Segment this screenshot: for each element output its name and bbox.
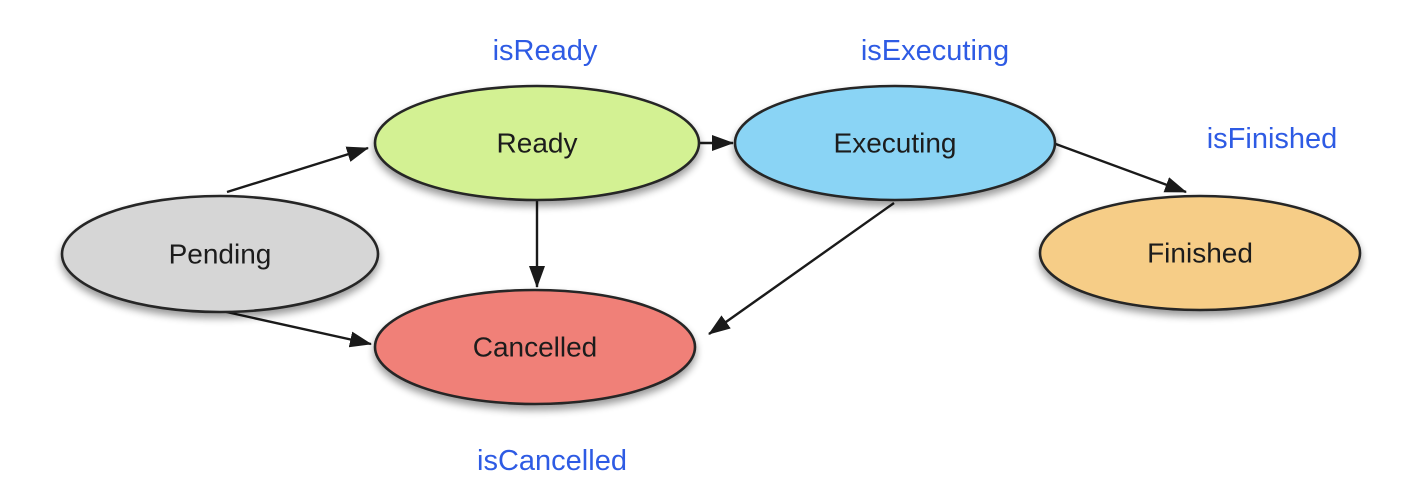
- state-ellipse-cancelled: [373, 288, 697, 406]
- state-label-cancelled: Cancelled: [473, 332, 598, 363]
- state-ellipse-executing: [733, 84, 1057, 202]
- state-node-cancelled: Cancelled: [373, 288, 697, 406]
- state-ellipse-finished: [1038, 194, 1362, 312]
- state-label-finished: Finished: [1147, 238, 1253, 269]
- arrow-pending-to-cancelled: [221, 309, 372, 348]
- state-node-pending: Pending: [60, 194, 380, 314]
- state-node-ready: Ready: [373, 84, 701, 202]
- state-label-ready: Ready: [497, 128, 578, 159]
- state-ellipse-pending: [60, 194, 380, 314]
- arrow-executing-to-cancelled: [708, 202, 895, 335]
- state-label-pending: Pending: [169, 239, 272, 270]
- arrow-executing-to-finished: [1052, 141, 1187, 194]
- transition-label-isFinished: isFinished: [1207, 123, 1338, 155]
- transition-label-isCancelled: isCancelled: [477, 445, 627, 477]
- state-label-executing: Executing: [834, 128, 957, 159]
- arrow-pending-to-ready: [226, 146, 369, 194]
- transition-arrows: [221, 135, 1187, 348]
- state-node-executing: Executing: [733, 84, 1057, 202]
- transition-label-isReady: isReady: [493, 35, 598, 67]
- state-ellipse-ready: [373, 84, 701, 202]
- state-node-finished: Finished: [1038, 194, 1362, 312]
- transition-label-isExecuting: isExecuting: [861, 35, 1009, 67]
- transition-labels: isReady isExecuting isFinished isCancelled: [477, 35, 1337, 477]
